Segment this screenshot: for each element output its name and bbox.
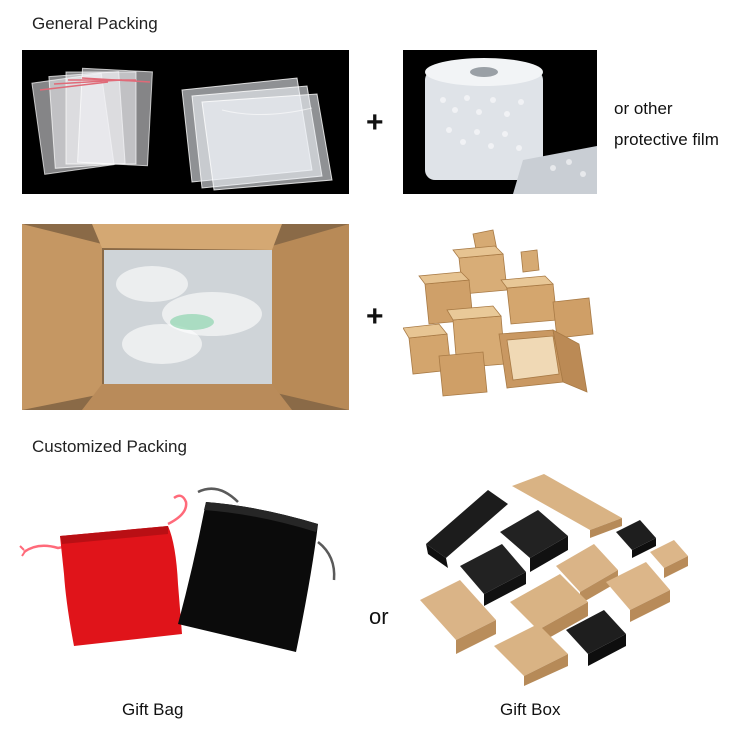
clear-bags-photo	[22, 50, 349, 194]
other-film-note-line2: protective film	[614, 130, 719, 149]
general-packing-heading: General Packing	[32, 14, 158, 33]
bubble-wrap-roll-photo	[403, 50, 597, 194]
customized-packing-heading: Customized Packing	[32, 437, 187, 456]
gift-bags-photo	[18, 484, 366, 654]
plus-sign: +	[366, 106, 384, 139]
cardboard-boxes-photo	[403, 224, 597, 410]
gift-bag-caption: Gift Bag	[122, 700, 184, 719]
open-box-bubble-wrap-photo	[22, 224, 349, 410]
other-film-note-line1: or other	[614, 99, 673, 118]
or-separator: or	[369, 604, 389, 629]
gift-boxes-photo	[418, 470, 692, 686]
gift-box-caption: Gift Box	[500, 700, 561, 719]
plus-sign: +	[366, 300, 384, 333]
